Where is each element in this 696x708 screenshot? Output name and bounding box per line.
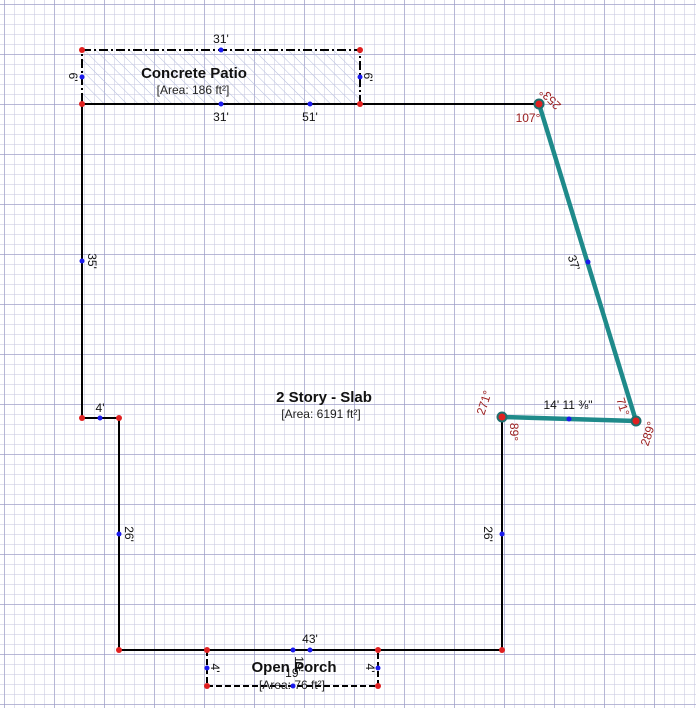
midpoint[interactable] [218,47,224,53]
dim-main-right-lower: 26' [481,526,495,542]
midpoint[interactable] [116,531,122,537]
dim-porch-right: 4' [363,664,377,673]
vertex[interactable] [79,415,85,421]
dim-patio-left: 6' [66,73,80,82]
vertex-markers [79,47,642,689]
midpoint[interactable] [290,647,296,653]
midpoint[interactable] [307,101,313,107]
vertex[interactable] [116,647,122,653]
dim-main-left: 35' [85,253,99,269]
dim-patio-bottom: 31' [213,110,229,124]
patio-area: [Area: 186 ft²] [157,83,230,97]
midpoint[interactable] [499,531,505,537]
dim-main-step: 4' [96,401,105,415]
angle-top-inner: 107° [516,111,541,125]
dim-main-top: 51' [302,110,318,124]
midpoint-markers [79,47,591,689]
vertex[interactable] [375,647,381,653]
midpoint[interactable] [97,415,103,421]
dimension-labels: 31' 6' 6' 31' 51' 35' 4' 26' 26' 37' 14'… [66,32,593,680]
vertex-highlight[interactable] [630,415,642,427]
angle-right-inner: 71° [613,396,632,418]
midpoint[interactable] [290,683,296,689]
patio-fill [82,50,360,104]
angle-right-outer: 289° [638,420,659,448]
main-room-title: 2 Story - Slab [276,389,372,406]
vertex[interactable] [116,415,122,421]
porch-title: Open Porch [251,659,336,676]
angle-labels: 253° 107° 71° 289° 271° 89° [474,85,659,448]
angle-left-outer: 271° [474,389,495,417]
main-room[interactable] [81,103,639,651]
dim-porch-center-dup: 19' [285,666,301,680]
dim-porch-left: 4' [208,664,222,673]
vertex-highlight[interactable] [496,411,508,423]
vertex[interactable] [79,101,85,107]
dim-main-right-step: 14' 11 ⅜" [543,398,592,412]
midpoint[interactable] [307,647,313,653]
vertex[interactable] [357,101,363,107]
midpoint[interactable] [218,101,224,107]
porch-area: [Area: 76 ft²] [259,678,325,692]
dim-main-diagonal: 37' [565,253,583,272]
midpoint[interactable] [566,416,572,422]
midpoint[interactable] [204,665,210,671]
vertex[interactable] [375,683,381,689]
main-room-area: [Area: 6191 ft²] [281,407,360,421]
midpoint[interactable] [375,665,381,671]
dim-main-lower-left: 26' [122,526,136,542]
vertex[interactable] [79,47,85,53]
patio-title: Concrete Patio [141,65,247,82]
midpoint[interactable] [79,258,85,264]
midpoint[interactable] [357,74,363,80]
dim-main-bottom: 43' [302,632,318,646]
vertex[interactable] [499,647,505,653]
midpoint[interactable] [79,74,85,80]
dim-porch-center: 19' [292,656,306,672]
vertex[interactable] [357,47,363,53]
angle-left-inner: 89° [507,423,521,441]
vertex[interactable] [204,647,210,653]
midpoint[interactable] [585,259,591,265]
vertex[interactable] [204,683,210,689]
dim-patio-right: 6' [361,73,375,82]
dim-patio-top: 31' [213,32,229,46]
vertex-highlight[interactable] [533,98,545,110]
main-room-walls[interactable] [81,103,539,651]
